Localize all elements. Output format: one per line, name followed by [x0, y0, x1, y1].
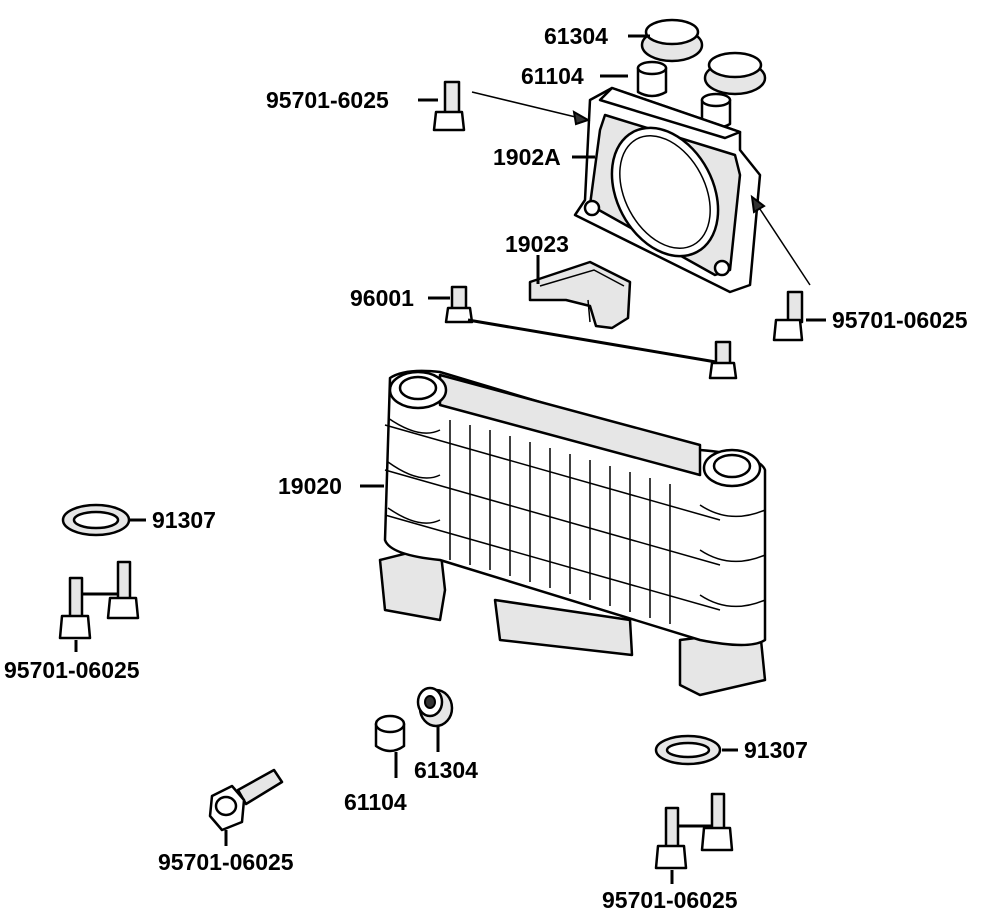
- label-91307-right: 91307: [744, 737, 808, 763]
- label-61104-bottom: 61104: [344, 789, 407, 815]
- label-1902A: 1902A: [493, 144, 561, 170]
- label-61304-top: 61304: [544, 23, 608, 49]
- oil-cooler-19020: [378, 369, 767, 697]
- label-91307-left: 91307: [152, 507, 216, 533]
- label-95701-left: 95701-06025: [4, 657, 140, 683]
- label-19023: 19023: [505, 231, 569, 257]
- collar-61104-bottom: [374, 714, 406, 778]
- grommet-61304-bottom: [416, 686, 454, 752]
- washer-91307-left: [61, 503, 131, 537]
- bolts-95701-bottom-right: [654, 792, 734, 884]
- label-19020: 19020: [278, 473, 342, 499]
- bolt-96001: [444, 285, 738, 380]
- bolts-95701-left: [58, 560, 140, 652]
- arrow-upper-left: [471, 91, 589, 121]
- cover-1902A: [573, 86, 762, 294]
- bolt-95701-upper-right: [772, 290, 804, 342]
- arrow-upper-right: [751, 196, 811, 286]
- bolt-95701-bottom-left: [208, 768, 284, 846]
- label-95701-bottom-right: 95701-06025: [602, 887, 738, 913]
- washer-91307-right: [654, 734, 738, 766]
- bolt-95701-upper-left: [432, 80, 466, 132]
- grommet-61304-top: [640, 18, 767, 96]
- label-61304-bottom: 61304: [414, 757, 478, 783]
- label-96001: 96001: [350, 285, 414, 311]
- label-95701-6025: 95701-6025: [266, 87, 389, 113]
- bracket-19023: [528, 260, 632, 330]
- label-95701-right: 95701-06025: [832, 307, 968, 333]
- label-95701-bottom-left: 95701-06025: [158, 849, 294, 875]
- label-61104-top: 61104: [521, 63, 584, 89]
- collar-61104-top: [636, 60, 732, 130]
